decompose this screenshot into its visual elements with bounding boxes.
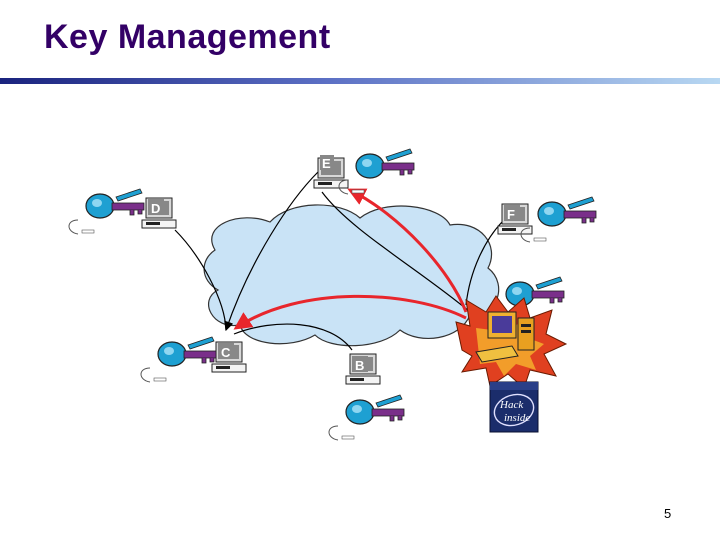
key-icon (140, 336, 217, 383)
node-label-f: F (507, 207, 515, 222)
badge-line2: inside (504, 412, 530, 424)
node-f: F (497, 196, 597, 243)
page-number: 5 (664, 506, 672, 521)
node-label-b: B (355, 358, 364, 373)
node-b: B (328, 353, 405, 441)
link-f-to-attacker (465, 212, 512, 306)
node-label-e: E (322, 156, 331, 171)
slide-title: Key Management (44, 18, 331, 56)
key-icon (328, 394, 405, 441)
node-e: E (313, 148, 415, 195)
link-e-to-c (224, 162, 328, 332)
node-label-d: D (151, 201, 160, 216)
key-icon (520, 196, 597, 243)
node-d: D (68, 188, 177, 235)
link-e-to-attacker (321, 191, 471, 313)
key-icon (68, 188, 145, 235)
key-icon (338, 148, 415, 195)
attack-arrow-c (233, 294, 467, 330)
hack-inside-badge: Hack inside (489, 381, 539, 433)
attack-arrow-e (347, 188, 468, 313)
node-c: C (140, 336, 247, 383)
title-rule (0, 78, 720, 84)
link-d-to-c (174, 229, 227, 331)
node-label-c: C (221, 345, 231, 360)
attacker-computer (455, 295, 568, 389)
badge-line1: Hack (499, 399, 524, 411)
